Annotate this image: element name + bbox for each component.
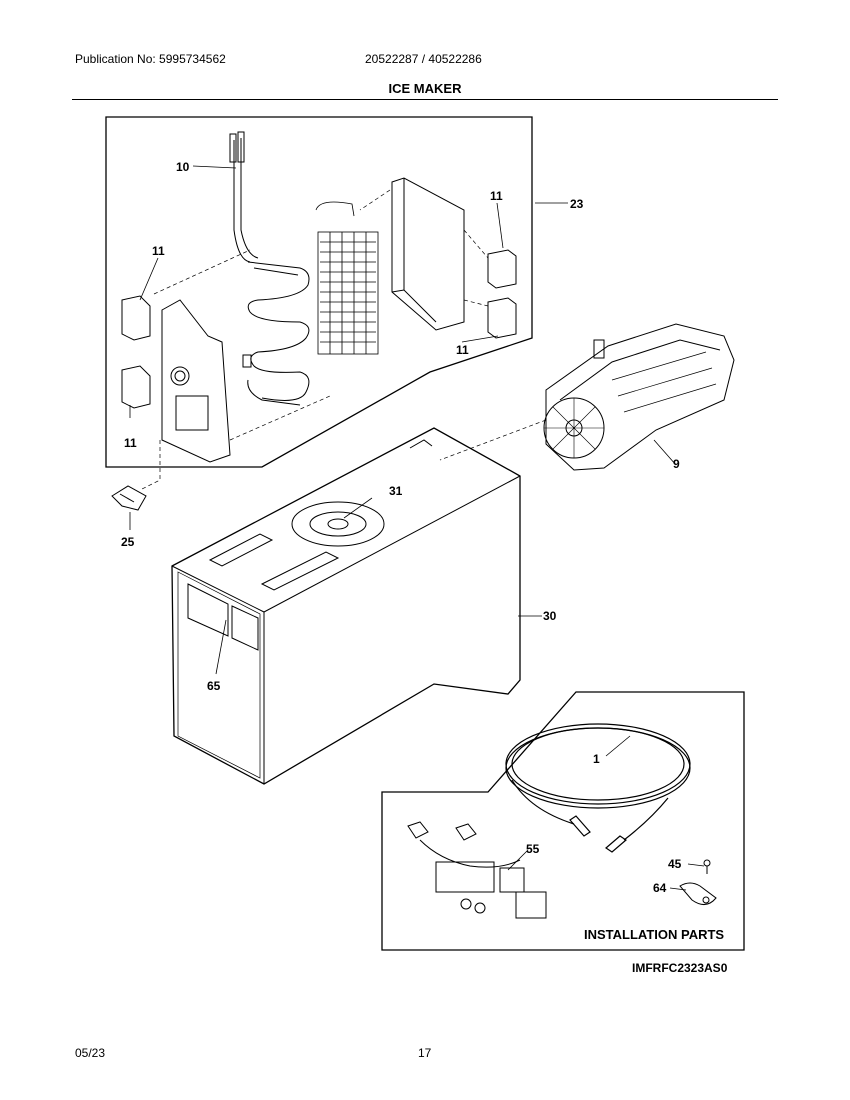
page-number: 17 bbox=[418, 1046, 432, 1060]
callout-1: 1 bbox=[593, 752, 600, 766]
callout-11-left-bottom: 11 bbox=[124, 436, 137, 450]
title-rule bbox=[72, 99, 778, 100]
alignment-lines bbox=[139, 189, 547, 491]
water-valve-part-55 bbox=[407, 821, 547, 919]
water-tube-part-1 bbox=[505, 723, 691, 853]
page-title: ICE MAKER bbox=[388, 81, 462, 96]
evaporator-group-frame bbox=[105, 116, 533, 468]
insulation-pad-11-left-top bbox=[121, 295, 151, 341]
callout-45: 45 bbox=[668, 857, 682, 871]
clip-part-25 bbox=[111, 485, 147, 511]
insulation-pad-11-right-top bbox=[487, 249, 517, 289]
footer-date: 05/23 bbox=[75, 1046, 106, 1060]
evaporator-rear-panel bbox=[161, 299, 231, 463]
callout-25: 25 bbox=[121, 535, 135, 549]
ice-maker-unit-part-9 bbox=[543, 323, 735, 471]
insulation-pad-11-left-bottom bbox=[121, 365, 151, 409]
callout-11-left-top: 11 bbox=[152, 244, 165, 258]
installation-parts-frame bbox=[381, 691, 745, 951]
screw-part-45 bbox=[703, 859, 711, 874]
callout-30: 30 bbox=[543, 609, 557, 623]
callout-11-right-bottom: 11 bbox=[456, 343, 469, 357]
evaporator-coil bbox=[315, 201, 379, 355]
ice-housing-part-30 bbox=[171, 427, 521, 785]
callout-11-right-top: 11 bbox=[490, 189, 503, 203]
publication-number: Publication No: 5995734562 bbox=[75, 52, 226, 66]
callout-23: 23 bbox=[570, 197, 584, 211]
diagram-code: IMFRFC2323AS0 bbox=[632, 961, 728, 975]
evaporator-tube-part-10 bbox=[229, 131, 310, 406]
installation-parts-label: INSTALLATION PARTS bbox=[584, 927, 725, 942]
callout-9: 9 bbox=[673, 457, 680, 471]
callout-64: 64 bbox=[653, 881, 667, 895]
callout-55: 55 bbox=[526, 842, 540, 856]
evaporator-cover bbox=[391, 177, 465, 331]
clamp-part-64 bbox=[679, 882, 717, 905]
callout-65: 65 bbox=[207, 679, 221, 693]
insulation-pad-11-right-bottom bbox=[487, 297, 517, 339]
model-numbers: 20522287 / 40522286 bbox=[365, 52, 482, 66]
callout-10: 10 bbox=[176, 160, 190, 174]
callout-31: 31 bbox=[389, 484, 403, 498]
leader-lines bbox=[129, 165, 705, 891]
